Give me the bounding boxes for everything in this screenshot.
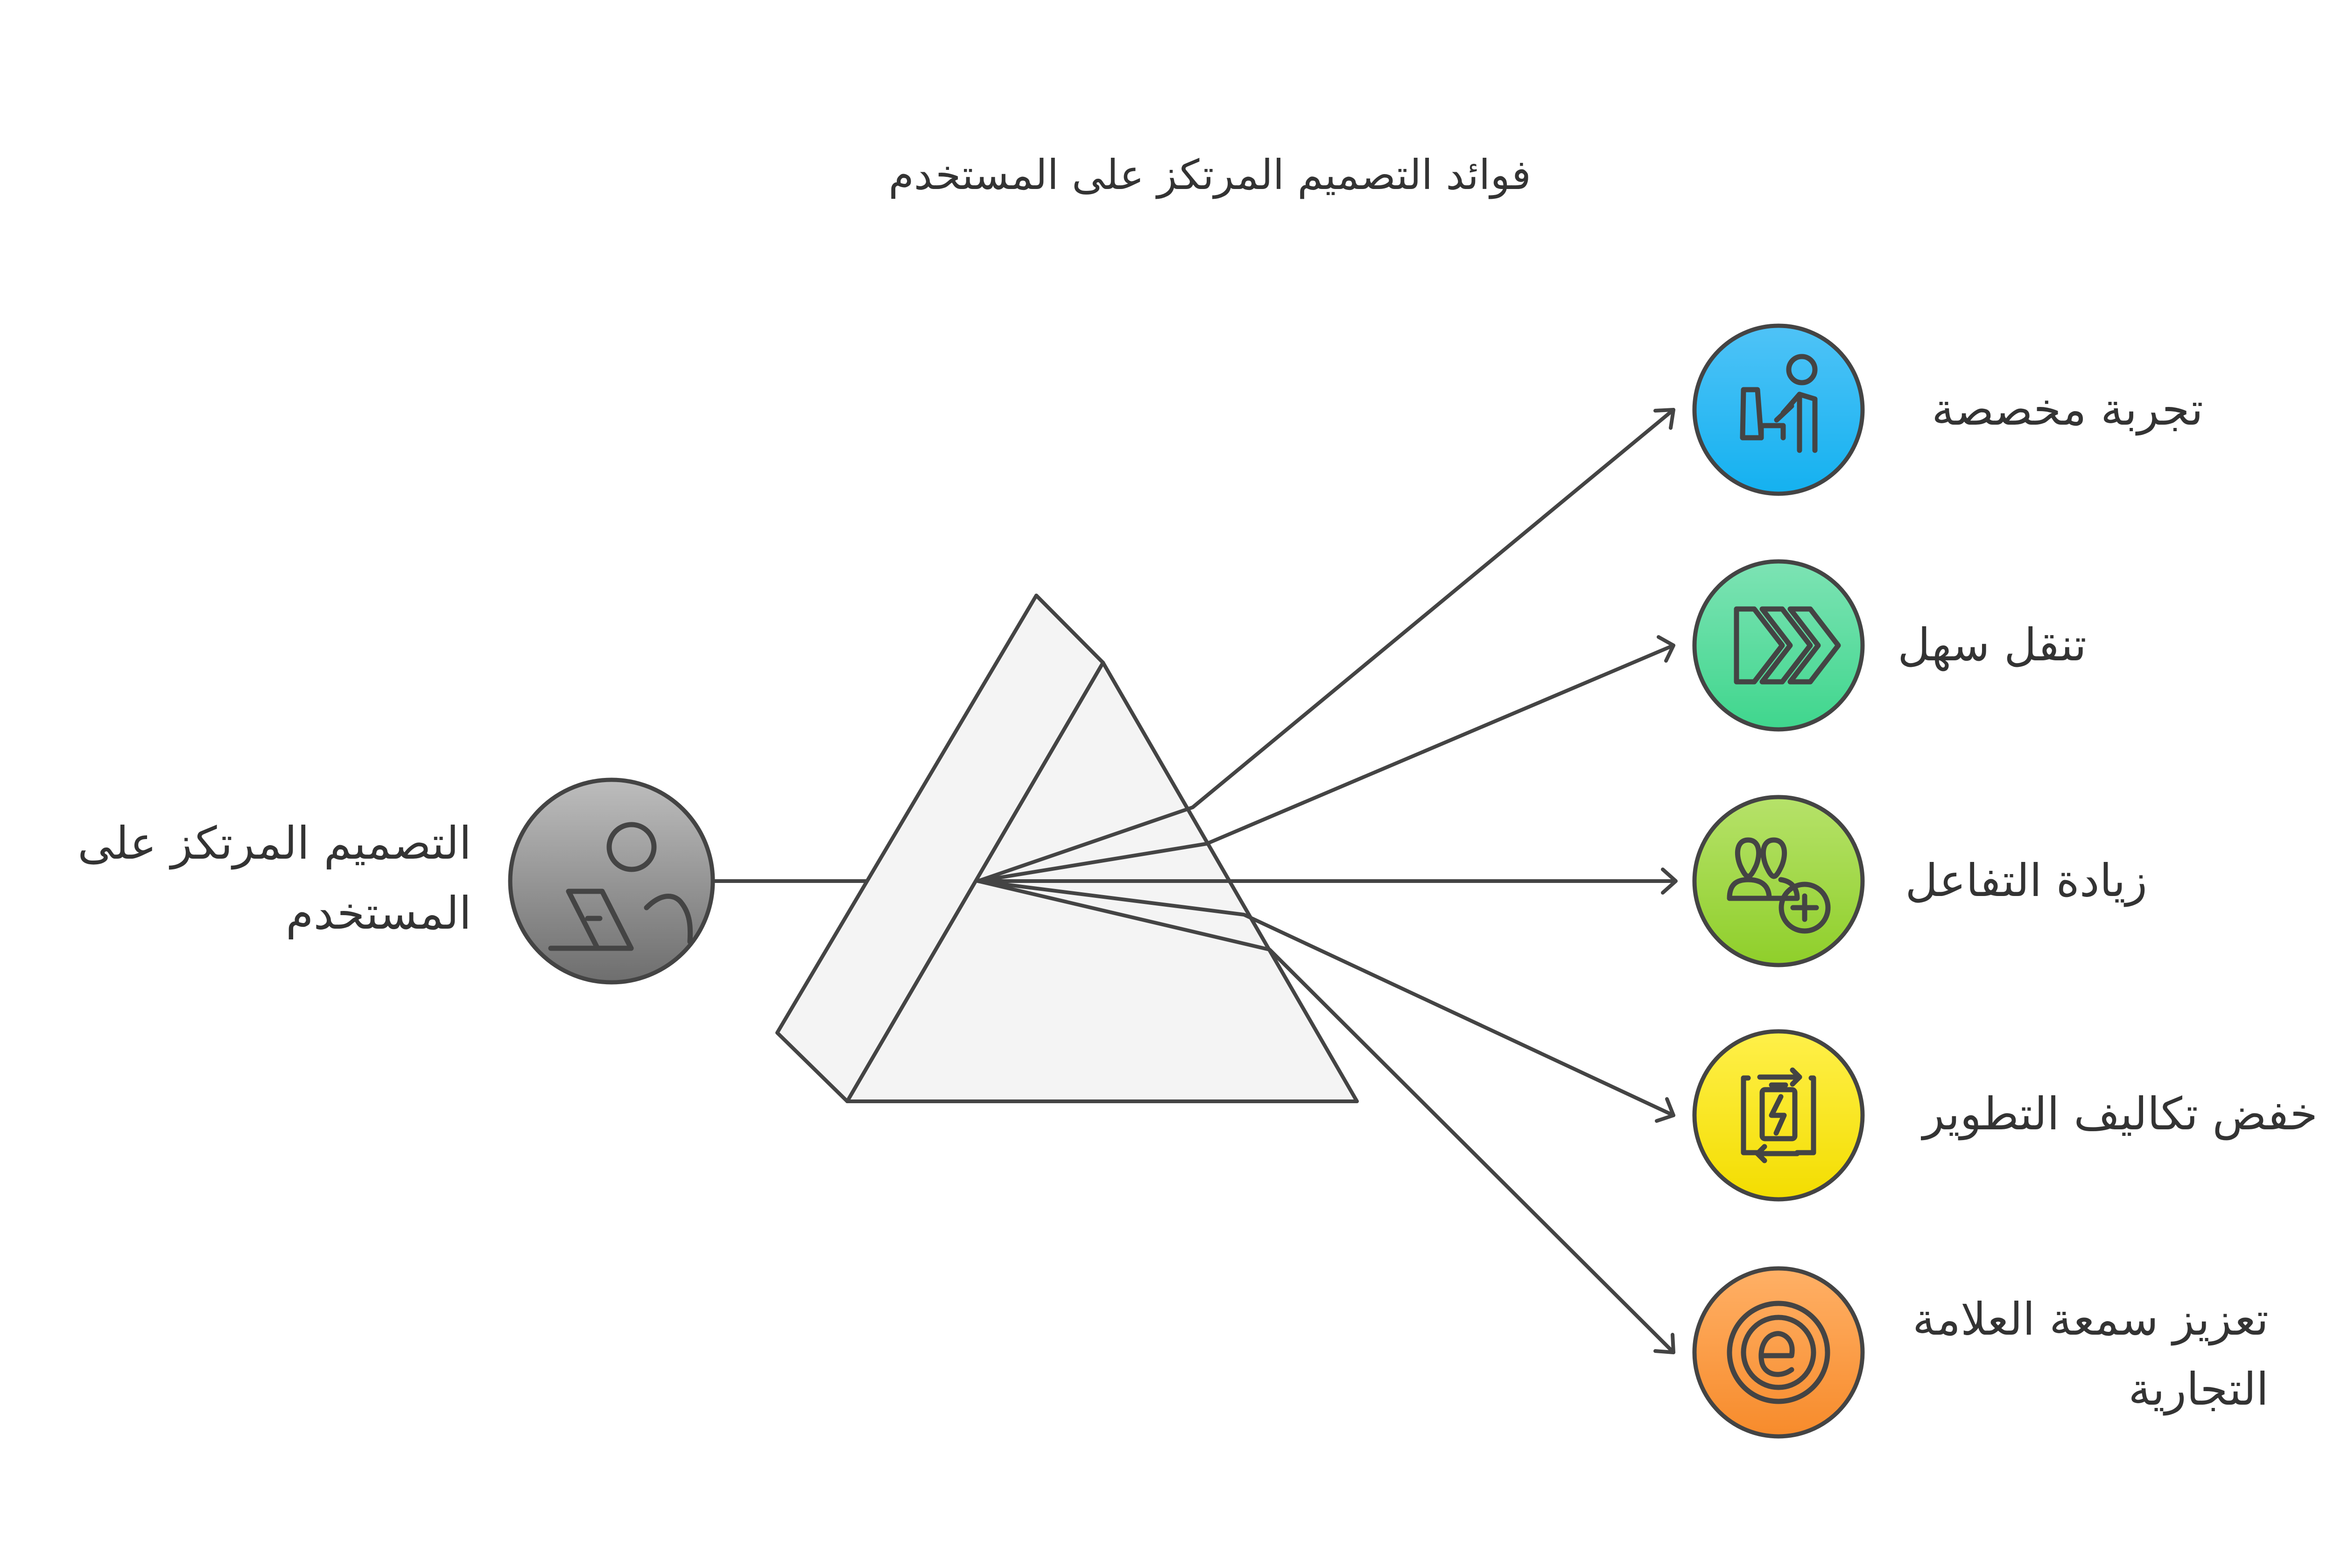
- user-at-desk-icon: [1740, 354, 1818, 453]
- add-users-icon: [1727, 837, 1831, 934]
- arrowhead-5: [1653, 1333, 1675, 1354]
- source-label-line-1: التصميم المرتكز على: [77, 817, 471, 870]
- brand-e-icon: [1727, 1301, 1830, 1404]
- source-label-line-2: المستخدم: [286, 887, 471, 939]
- dispersed-rays: [976, 408, 1675, 1354]
- ray-5: [976, 879, 1675, 1354]
- benefit-node-increased-engagement: [1692, 795, 1865, 967]
- benefit-label-line: خفض تكاليف التطوير: [1921, 1088, 2318, 1141]
- benefit-circle: [1692, 559, 1865, 732]
- benefit-circle: [1692, 795, 1865, 967]
- source-label: التصميم المرتكز على المستخدم: [63, 817, 471, 939]
- benefit-label-line: تنقل سهل: [1898, 619, 2087, 671]
- benefit-label-reduced-costs: خفض تكاليف التطوير: [1921, 1088, 2318, 1141]
- source-node: [508, 777, 715, 985]
- arrowheads: [1653, 408, 1678, 1354]
- benefit-node-brand-reputation: [1692, 1266, 1865, 1439]
- benefit-label-line: زيادة التفاعل: [1905, 854, 2147, 907]
- benefit-circle: [1692, 1266, 1865, 1439]
- benefit-node-easy-navigation: [1692, 559, 1865, 732]
- benefit-node-personalized-experience: [1692, 323, 1865, 496]
- user-laptop-icon: [548, 822, 693, 951]
- arrowhead-3: [1661, 868, 1678, 895]
- benefit-label-line-1: تعزيز سمعة العلامة: [1912, 1293, 2269, 1346]
- benefit-circle: [1692, 323, 1865, 496]
- ray-4: [976, 879, 1675, 1117]
- benefit-label-line-2: التجارية: [2128, 1363, 2269, 1415]
- fast-forward-icon: [1734, 606, 1841, 685]
- arrowhead-4: [1655, 1097, 1675, 1123]
- ray-2: [976, 644, 1675, 883]
- benefit-node-reduced-costs: [1692, 1029, 1865, 1202]
- benefit-label-increased-engagement: زيادة التفاعل: [1905, 854, 2147, 907]
- benefit-label-easy-navigation: تنقل سهل: [1898, 619, 2087, 671]
- source-circle: [508, 777, 715, 985]
- prism: [775, 594, 1359, 1103]
- arrowhead-1: [1653, 408, 1675, 430]
- battery-refresh-icon: [1741, 1067, 1816, 1163]
- benefit-label-brand-reputation: تعزيز سمعة العلامة التجارية: [1898, 1293, 2269, 1415]
- arrowhead-2: [1657, 635, 1675, 663]
- diagram-title: فوائد التصميم المرتكز على المستخدم: [888, 151, 1531, 199]
- benefit-label-personalized-experience: تجربة مخصصة: [1932, 383, 2203, 436]
- ray-1: [976, 408, 1675, 883]
- benefit-label-line: تجربة مخصصة: [1932, 383, 2203, 436]
